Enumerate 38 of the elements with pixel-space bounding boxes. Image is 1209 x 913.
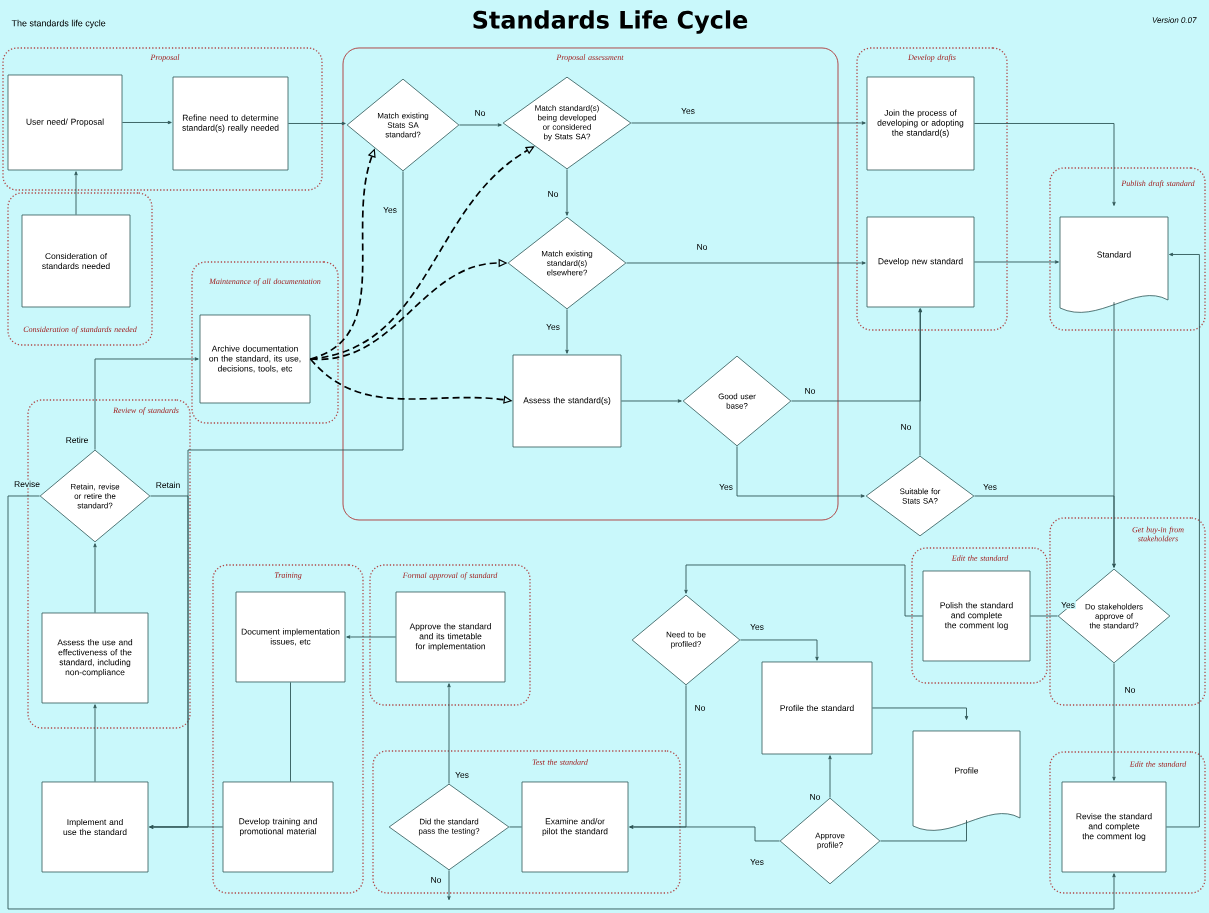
process-box: Profile the standard (761, 661, 873, 755)
edge-label: Yes (680, 107, 696, 115)
edge-label: No (899, 423, 913, 431)
edge-label: Revise (13, 479, 41, 489)
edge-label: No (429, 876, 443, 884)
edge-label: No (1123, 686, 1137, 694)
process-box: Polish the standard and complete the comment log (922, 570, 1031, 662)
edge-label: Retain (154, 480, 182, 490)
edge-label: No (546, 190, 560, 198)
process-box: Examine and/or pilot the standard (521, 781, 629, 873)
process-box: Develop training and promotional material (222, 781, 334, 873)
process-box: Refine need to determine standard(s) really needed (172, 76, 289, 171)
edge-label: No (693, 704, 707, 712)
edge-label: Retire (64, 435, 90, 445)
process-box: Implement and use the standard (41, 781, 149, 873)
process-box: Archive documentation on the standard, its use, decisions, tools, etc (199, 314, 311, 404)
edge-label: No (473, 109, 487, 117)
process-box: Assess the use and effectiveness of the standard, including non-compliance (41, 612, 149, 704)
edge-label: No (695, 243, 709, 251)
process-box: Revise the standard and complete the comment log (1061, 781, 1167, 873)
process-box: Develop new standard (866, 216, 975, 308)
edge-label: Yes (749, 858, 765, 866)
process-box: Assess the standard(s) (512, 354, 622, 448)
edge-label: Yes (382, 206, 398, 214)
process-box: Join the process of developing or adopting the standard(s) (866, 76, 975, 171)
edge-label: Yes (718, 483, 734, 491)
process-box: Consideration of standards needed (21, 214, 131, 308)
edge-label: No (803, 387, 817, 395)
edge-label: Yes (1060, 601, 1076, 609)
edge-label: Yes (454, 771, 470, 779)
edge-label: Yes (545, 323, 561, 331)
diagram-title: Standards Life Cycle (473, 10, 748, 34)
edge-label: Yes (982, 483, 998, 491)
edge-label: Yes (749, 623, 765, 631)
process-box: Document implementation issues, etc (235, 591, 346, 683)
process-box: User need/ Proposal (7, 74, 123, 171)
process-box: Approve the standard and its timetable for implementation (395, 591, 506, 683)
note-text: The standards life cycle (11, 19, 106, 29)
